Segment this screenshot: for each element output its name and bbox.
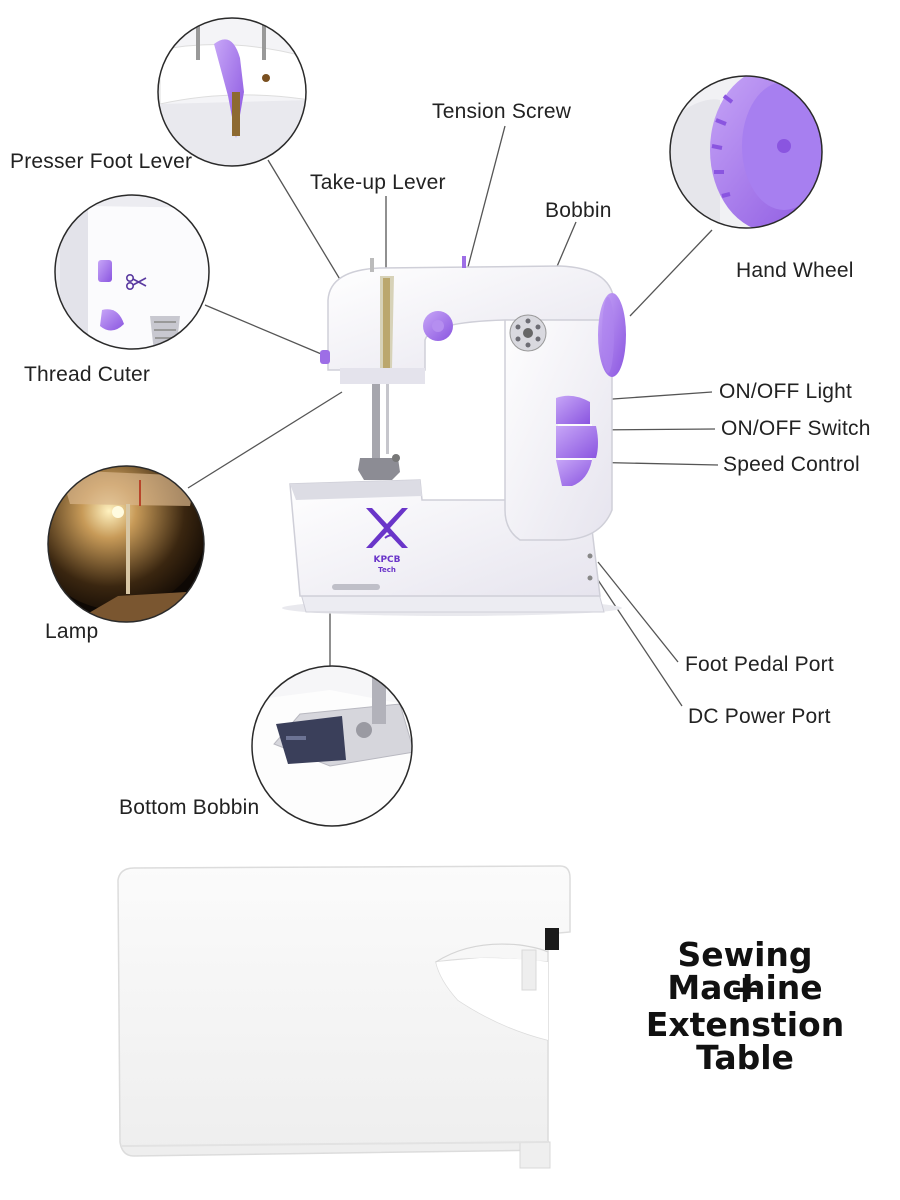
sewing-machine — [282, 256, 626, 616]
inset-hand-wheel — [669, 75, 823, 229]
label-take-up-lever: Take-up Lever — [310, 171, 446, 194]
brand-logo-icon — [366, 508, 408, 548]
leader-presser-foot — [267, 159, 351, 297]
brand-name: KPCB — [373, 555, 400, 565]
extension-table — [117, 865, 571, 1169]
leader-thread-cutter — [204, 304, 327, 357]
label-foot-pedal-port: Foot Pedal Port — [685, 653, 834, 676]
leader-lines — [187, 125, 719, 707]
leader-hand-wheel — [629, 229, 713, 317]
label-lamp: Lamp — [45, 620, 99, 643]
label-thread-cutter: Thread Cuter — [24, 363, 151, 386]
leader-foot-pedal — [597, 561, 679, 663]
scissors-icon — [126, 273, 147, 290]
label-speed-control: Speed Control — [723, 453, 860, 476]
leader-lamp — [187, 391, 343, 489]
bundle-line-2: Extenstion Table — [645, 1005, 845, 1077]
label-on-off-switch: ON/OFF Switch — [721, 417, 871, 440]
bundle-plus: + — [729, 967, 761, 1011]
brand-sub: Tech — [378, 566, 396, 574]
inset-presser-foot-lever — [157, 17, 307, 167]
inset-thread-cutter — [54, 194, 210, 350]
label-bobbin: Bobbin — [545, 199, 612, 222]
inset-lamp — [47, 465, 205, 623]
label-dc-power-port: DC Power Port — [688, 705, 831, 728]
bundle-line-1: Sewing Machine — [667, 935, 823, 1007]
label-hand-wheel: Hand Wheel — [736, 259, 854, 282]
leader-dc-power — [597, 579, 683, 707]
label-bottom-bobbin: Bottom Bobbin — [119, 796, 260, 819]
label-presser-foot-lever: Presser Foot Lever — [10, 150, 193, 173]
inset-bottom-bobbin — [251, 665, 413, 827]
label-tension-screw: Tension Screw — [432, 100, 572, 123]
label-on-off-light: ON/OFF Light — [719, 380, 853, 403]
